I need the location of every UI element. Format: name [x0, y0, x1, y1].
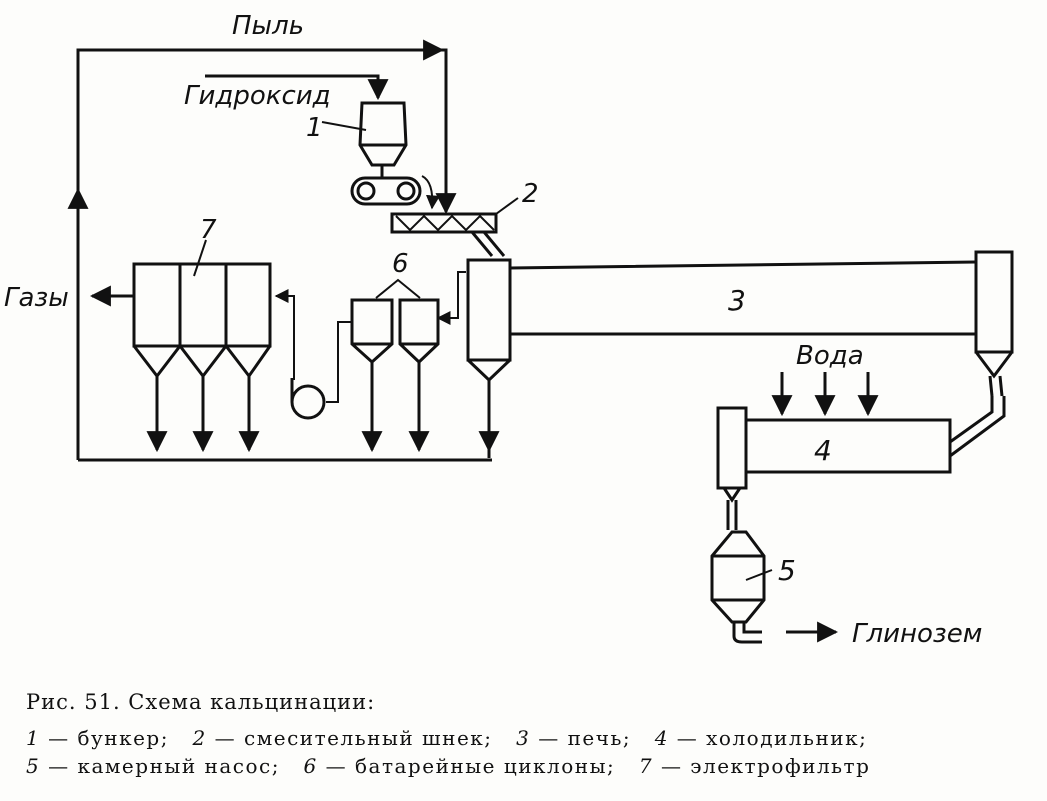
legend-text: — печь;: [530, 726, 632, 750]
kiln-gas-to-cyclones: [436, 271, 466, 325]
pump-leader: [745, 569, 773, 581]
label-cooler-number: 4: [814, 434, 832, 467]
calcination-scheme: Пыль Гидроксид Газы Вода Глинозем 1 2 3 …: [4, 11, 1014, 649]
cyclones-leader: [375, 278, 421, 299]
label-kiln-number: 3: [728, 284, 746, 317]
legend-num: 1: [26, 726, 41, 750]
caption-legend: 1 — бункер; 2 — смесительный шнек; 3 — п…: [26, 724, 1036, 780]
legend-line-2: 5 — камерный насос; 6 — батарейные цикло…: [26, 752, 1036, 780]
screw-leader: [495, 197, 519, 215]
conveyor-drop-arrow: [421, 175, 440, 210]
legend-text: — батарейные циклоны;: [317, 754, 616, 778]
legend-text: — бункер;: [40, 726, 169, 750]
cyclones-to-fan-line: [326, 321, 352, 403]
label-screw-number: 2: [522, 179, 539, 209]
bunker: [358, 101, 408, 178]
dust-label: Пыль: [232, 11, 304, 41]
gases-label: Газы: [4, 283, 69, 313]
water-label: Вода: [796, 341, 864, 371]
bunker-leader: [321, 121, 367, 131]
legend-num: 7: [638, 754, 654, 778]
figure-caption: Рис. 51. Схема кальцинации: 1 — бункер; …: [26, 690, 1036, 780]
legend-text: — камерный насос;: [40, 754, 280, 778]
legend-text: — смесительный шнек;: [206, 726, 493, 750]
label-cyclones-number: 6: [392, 249, 409, 279]
hydroxide-label: Гидроксид: [184, 81, 331, 111]
fan-to-filter-line: [274, 289, 295, 380]
label-bunker-number: 1: [306, 113, 323, 143]
legend-num: 6: [303, 754, 318, 778]
kiln-to-cooler-chute: [949, 396, 1006, 458]
label-pump-number: 5: [778, 554, 796, 587]
legend-num: 3: [516, 726, 531, 750]
chamber-pump: [710, 530, 766, 644]
legend-num: 2: [192, 726, 207, 750]
legend-line-1: 1 — бункер; 2 — смесительный шнек; 3 — п…: [26, 724, 1036, 752]
exhaust-fan: [290, 378, 326, 420]
alumina-label: Глинозем: [852, 619, 982, 649]
mixing-screw: [390, 212, 506, 257]
legend-text: — электрофильтр: [653, 754, 871, 778]
cooler: [716, 406, 952, 530]
dust-return-line: [76, 48, 457, 460]
caption-title: Рис. 51. Схема кальцинации:: [26, 690, 376, 714]
filter-leader: [193, 239, 207, 277]
battery-cyclones: [350, 298, 440, 448]
legend-num: 5: [26, 754, 41, 778]
hydroxide-feed-line: [205, 74, 389, 101]
legend-num: 4: [654, 726, 669, 750]
kiln: [466, 250, 1014, 458]
legend-text: — холодильник;: [668, 726, 868, 750]
label-filter-number: 7: [200, 215, 217, 245]
conveyor-belt: [350, 176, 422, 206]
